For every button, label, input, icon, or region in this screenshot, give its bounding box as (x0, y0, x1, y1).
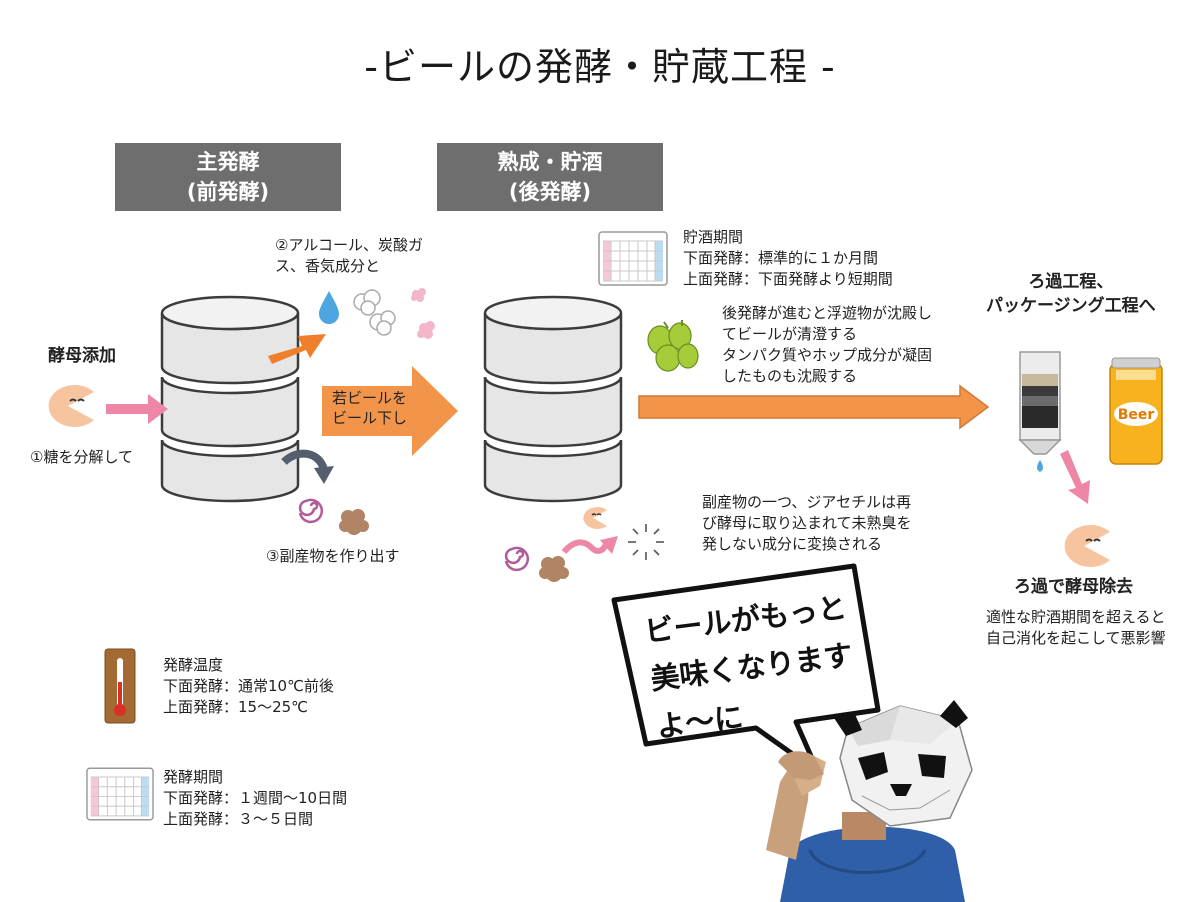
fermentation-tank-icon (160, 295, 300, 503)
filtration-title: ろ過で酵母除去 (1014, 577, 1133, 597)
panda-mask-person-illustration (766, 700, 973, 902)
fermentation-temp-text: 発酵温度 下面発酵：通常10℃前後 上面発酵：15～25℃ (163, 656, 334, 716)
thermometer-icon (104, 648, 136, 724)
yeast-add-label: 酵母添加 (48, 346, 116, 366)
pink-wavy-arrow-icon (561, 536, 618, 555)
storage-period-text: 貯酒期間 下面発酵：標準的に１か月間 上面発酵：下面発酵より短期間 (683, 228, 893, 288)
hops-icon (647, 320, 699, 372)
fermentation-period-text: 発酵期間 下面発酵：１週間～10日間 上面発酵：３～５日間 (163, 768, 348, 828)
swirl-icon (298, 498, 324, 524)
filter-column-icon (1018, 351, 1062, 472)
orange-curved-arrow-icon (268, 334, 326, 364)
beer-can-text: Beer (1118, 407, 1155, 423)
byproduct-blob-icon-2 (539, 556, 569, 582)
droplet-icon (319, 291, 339, 324)
storage-tank-icon (483, 295, 623, 503)
filtration-note: 適性な貯酒期間を超えると 自己消化を起こして悪影響 (986, 608, 1166, 647)
step1-label: ①糖を分解して (30, 448, 133, 466)
long-process-arrow-icon (638, 384, 990, 430)
byproduct-arrow-icon (281, 449, 334, 484)
stage-primary-fermentation: 主発酵 (前発酵) (115, 143, 341, 211)
stage-maturation-storage: 熟成・貯酒 (後発酵) (437, 143, 663, 211)
aroma-flower-icon (411, 288, 435, 339)
pink-down-arrow-icon (1060, 450, 1090, 504)
yeast-pacman-icon (48, 385, 94, 427)
step2-label: ②アルコール、炭酸ガ ス、香気成分と (275, 236, 423, 275)
page-title: -ビールの発酵・貯蔵工程 - (364, 45, 836, 89)
gas-cloud-icon (353, 289, 396, 336)
step3-label: ③副産物を作り出す (266, 547, 400, 565)
byproduct-blob-icon (339, 509, 369, 535)
transfer-arrow-icon (322, 366, 458, 456)
swirl-icon-2 (504, 546, 530, 572)
next-process-label: ろ過工程、 パッケージング工程へ (986, 272, 1156, 316)
byproduct-note: 副産物の一つ、ジアセチルは再 び酵母に取り込まれて未熟臭を 発しない成分に変換さ… (702, 493, 912, 553)
transfer-arrow-label: 若ビールを ビール下し (331, 389, 407, 427)
sediment-note: 後発酵が進むと浮遊物が沈殿し てビールが清澄する タンパク質やホップ成分が凝固 … (722, 304, 933, 385)
pink-arrow-icon (106, 394, 168, 424)
calendar-icon (598, 231, 668, 286)
calendar-icon-2 (86, 767, 154, 821)
beer-can-icon: Beer (1109, 357, 1163, 465)
small-yeast-icon (583, 507, 607, 529)
speech-bubble-shape (611, 563, 881, 775)
sparkle-icon (628, 524, 664, 560)
yeast-pacman-icon-2 (1064, 525, 1110, 567)
